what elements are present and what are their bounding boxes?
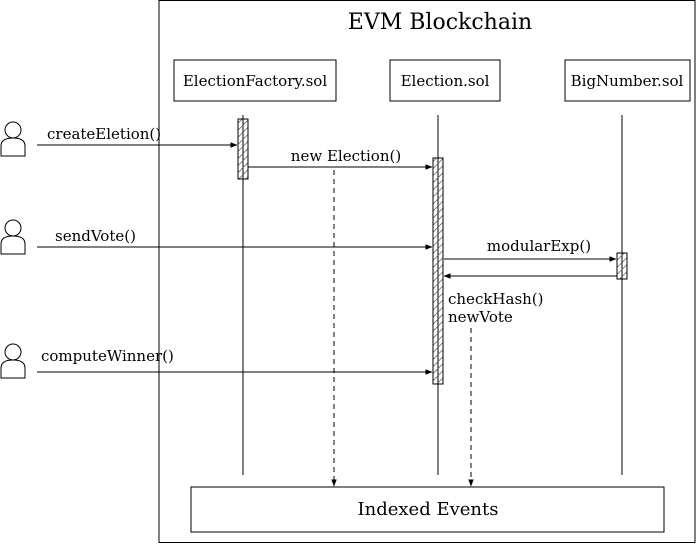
contract-election-factory: ElectionFactory.sol <box>173 59 337 102</box>
call-label-compute-winner: computeWinner() <box>41 347 174 365</box>
event-label-check-hash: checkHash() <box>448 290 544 308</box>
activation-election <box>432 157 444 385</box>
activation-factory <box>237 118 249 180</box>
contract-label: ElectionFactory.sol <box>183 72 327 90</box>
message-label-modular-exp: modularExp() <box>487 237 591 255</box>
actor-2: sendVote() <box>0 219 433 255</box>
indexed-events-box: Indexed Events <box>190 486 665 533</box>
indexed-events-label: Indexed Events <box>358 499 499 520</box>
user-icon <box>0 343 26 379</box>
container-title: EVM Blockchain <box>348 10 532 35</box>
actor-1: createEletion() <box>0 121 238 157</box>
contract-label: Election.sol <box>401 72 490 90</box>
user-icon <box>0 219 26 255</box>
event-label-new-vote: newVote <box>448 308 513 326</box>
contract-label: BigNumber.sol <box>571 72 684 90</box>
message-label-new-election: new Election() <box>291 147 401 165</box>
contract-big-number: BigNumber.sol <box>564 59 691 102</box>
activation-big-number <box>616 252 628 280</box>
actor-3: computeWinner() <box>0 343 433 379</box>
blockchain-container <box>158 0 696 543</box>
call-label-create-election: createEletion() <box>47 125 161 143</box>
user-icon <box>0 121 26 157</box>
call-label-send-vote: sendVote() <box>55 227 136 245</box>
contract-election: Election.sol <box>389 59 501 102</box>
